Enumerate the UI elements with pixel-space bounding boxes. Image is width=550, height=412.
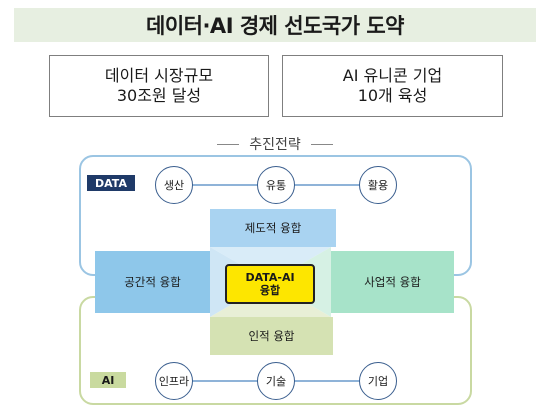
- goal-line-2: 10개 육성: [357, 86, 428, 105]
- goal-box-data-market: 데이터 시장규모 30조원 달성: [49, 55, 269, 117]
- ai-node-company: 기업: [359, 362, 397, 400]
- human-convergence-block: 인적 융합: [210, 317, 333, 355]
- page-title: 데이터·AI 경제 선도국가 도약: [14, 8, 536, 42]
- heading-dash-right: [310, 143, 333, 145]
- goal-line-1: AI 유니콘 기업: [342, 66, 443, 85]
- goal-box-ai-unicorn: AI 유니콘 기업 10개 육성: [282, 55, 503, 117]
- data-ai-convergence-center: DATA-AI 융합: [225, 264, 315, 304]
- data-node-utilization: 활용: [359, 166, 397, 204]
- business-convergence-block: 사업적 융합: [331, 251, 454, 313]
- ai-node-infrastructure: 인프라: [155, 362, 193, 400]
- center-label-line-2: 융합: [259, 284, 281, 297]
- data-tag: DATA: [87, 175, 135, 191]
- goal-line-1: 데이터 시장규모: [104, 66, 214, 85]
- goal-line-2: 30조원 달성: [116, 86, 202, 105]
- ai-node-technology: 기술: [257, 362, 295, 400]
- spatial-convergence-block: 공간적 융합: [95, 251, 210, 313]
- center-label-line-1: DATA-AI: [245, 271, 295, 284]
- strategy-heading-label: 추진전략: [249, 137, 301, 153]
- data-node-production: 생산: [155, 166, 193, 204]
- institutional-convergence-block: 제도적 융합: [210, 209, 336, 247]
- ai-tag: AI: [90, 372, 126, 388]
- data-node-distribution: 유통: [257, 166, 295, 204]
- strategy-heading: 추진전략: [0, 134, 550, 154]
- heading-dash-left: [217, 143, 240, 145]
